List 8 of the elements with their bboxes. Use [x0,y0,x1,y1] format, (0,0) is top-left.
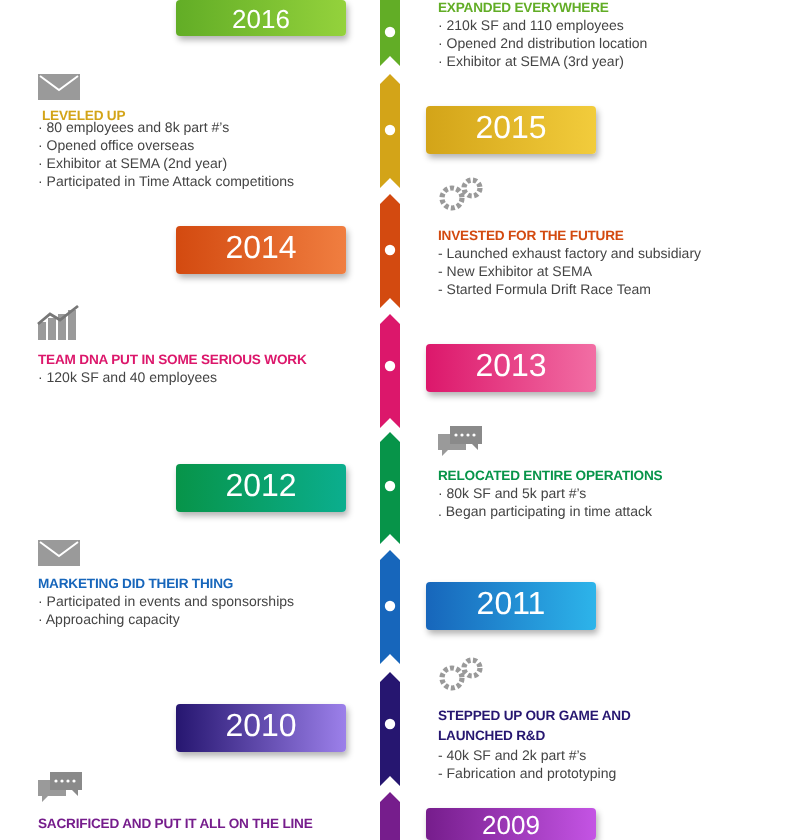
year-banner: 2014 [176,226,346,274]
year-banner: 2012 [176,464,346,512]
year-banner: 2010 [176,704,346,752]
year-banner: 2009 [426,808,596,840]
year-banner: 2011 [426,582,596,630]
year-banner: 2016 [176,0,346,36]
year-banner: 2015 [426,106,596,154]
year-banner: 2013 [426,344,596,392]
